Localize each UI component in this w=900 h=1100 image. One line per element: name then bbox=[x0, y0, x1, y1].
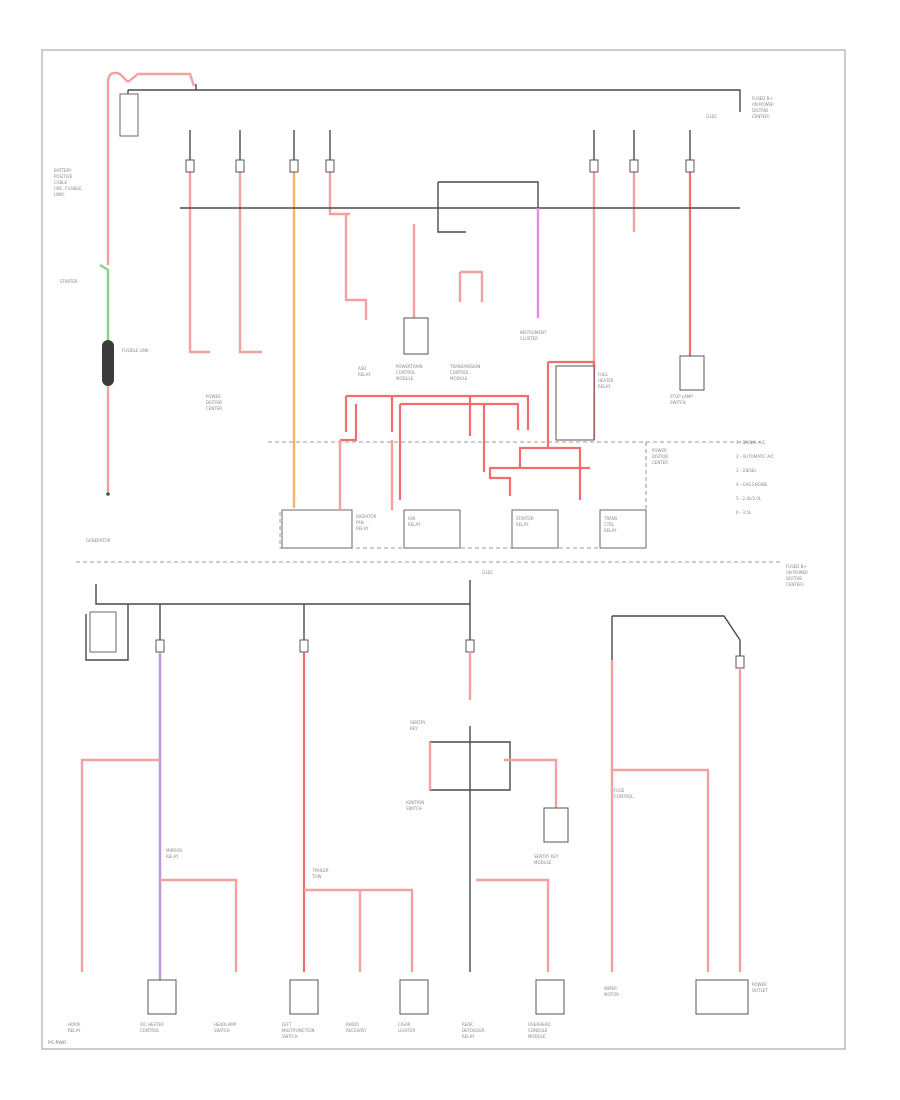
upper-fuse-col-4 bbox=[325, 130, 368, 320]
upper-fuse-col-1 bbox=[185, 130, 210, 354]
relay-harness-right bbox=[488, 360, 596, 500]
pdc-outline bbox=[268, 441, 760, 549]
lower-fuse-col-2 bbox=[299, 604, 414, 972]
upper-fuse-col-right-2 bbox=[629, 130, 639, 232]
upper-ground-label: G102 bbox=[706, 114, 717, 119]
battery-cable-wire bbox=[106, 71, 129, 265]
fusible-label: FUSIBLE LINK bbox=[122, 348, 149, 353]
lower-ground-label: G102 bbox=[482, 570, 493, 575]
power-mirror-module bbox=[695, 979, 749, 1015]
sentry-key-module bbox=[543, 807, 569, 843]
stop-lamp-switch bbox=[679, 355, 705, 391]
relay-tap-wire bbox=[458, 270, 484, 302]
page-label: PC-PWR bbox=[48, 1040, 67, 1046]
ign-relay-box bbox=[403, 509, 461, 549]
diagram-border bbox=[41, 49, 846, 1050]
main-relay-box bbox=[119, 93, 139, 137]
lower-fuse-col-3 bbox=[428, 604, 558, 972]
upper-fuse-col-right-1 bbox=[589, 130, 599, 372]
lower-fuse-col-1 bbox=[80, 604, 238, 980]
lower-fuse-col-5 bbox=[735, 640, 745, 972]
svg-text:1 - SIGNAL A/C: 1 - SIGNAL A/C bbox=[736, 440, 766, 445]
upper-fuse-col-3 bbox=[289, 130, 299, 508]
left-multifunction-switch bbox=[289, 979, 319, 1015]
trans-relay-box bbox=[599, 509, 647, 549]
starter-relay-box bbox=[511, 509, 559, 549]
starter-wire bbox=[99, 263, 110, 340]
battery-top-wire bbox=[127, 72, 196, 87]
svg-text:2 - AUTOMATIC A/C: 2 - AUTOMATIC A/C bbox=[736, 454, 774, 459]
lower-right-bus bbox=[612, 615, 741, 641]
starter-label: STARTER bbox=[60, 279, 78, 284]
fusible-link bbox=[102, 340, 114, 386]
cigar-lighter bbox=[399, 979, 429, 1015]
svg-text:6 - 3.5L: 6 - 3.5L bbox=[736, 510, 752, 515]
main-bus-upper bbox=[127, 84, 741, 112]
lower-main-bus bbox=[85, 580, 471, 661]
pcm-module bbox=[403, 317, 429, 355]
lower-relay-box bbox=[89, 611, 117, 653]
upper-fuse-col-right-3 bbox=[685, 130, 695, 356]
svg-text:5 - 2.4L/2.0L: 5 - 2.4L/2.0L bbox=[736, 496, 762, 501]
svg-text:3 - DIESEL: 3 - DIESEL bbox=[736, 468, 757, 473]
mod-group-box bbox=[281, 509, 353, 549]
fuel-heater-relay bbox=[555, 365, 595, 441]
relay-harness-top bbox=[340, 394, 530, 500]
legend: 1 - SIGNAL A/C 2 - AUTOMATIC A/C 3 - DIE… bbox=[736, 440, 774, 515]
tcm-feed-wire bbox=[437, 208, 466, 233]
upper-relay-bus bbox=[180, 181, 740, 209]
generator-terminal bbox=[106, 492, 110, 496]
upper-fuse-col-2 bbox=[235, 130, 262, 354]
generator-label: GENERATOR bbox=[86, 538, 111, 543]
ac-heater-control bbox=[147, 979, 177, 1015]
overhead-console bbox=[535, 979, 565, 1015]
svg-text:4 - GAS ENGINE: 4 - GAS ENGINE bbox=[736, 482, 768, 487]
lower-fuse-col-4 bbox=[610, 616, 710, 972]
